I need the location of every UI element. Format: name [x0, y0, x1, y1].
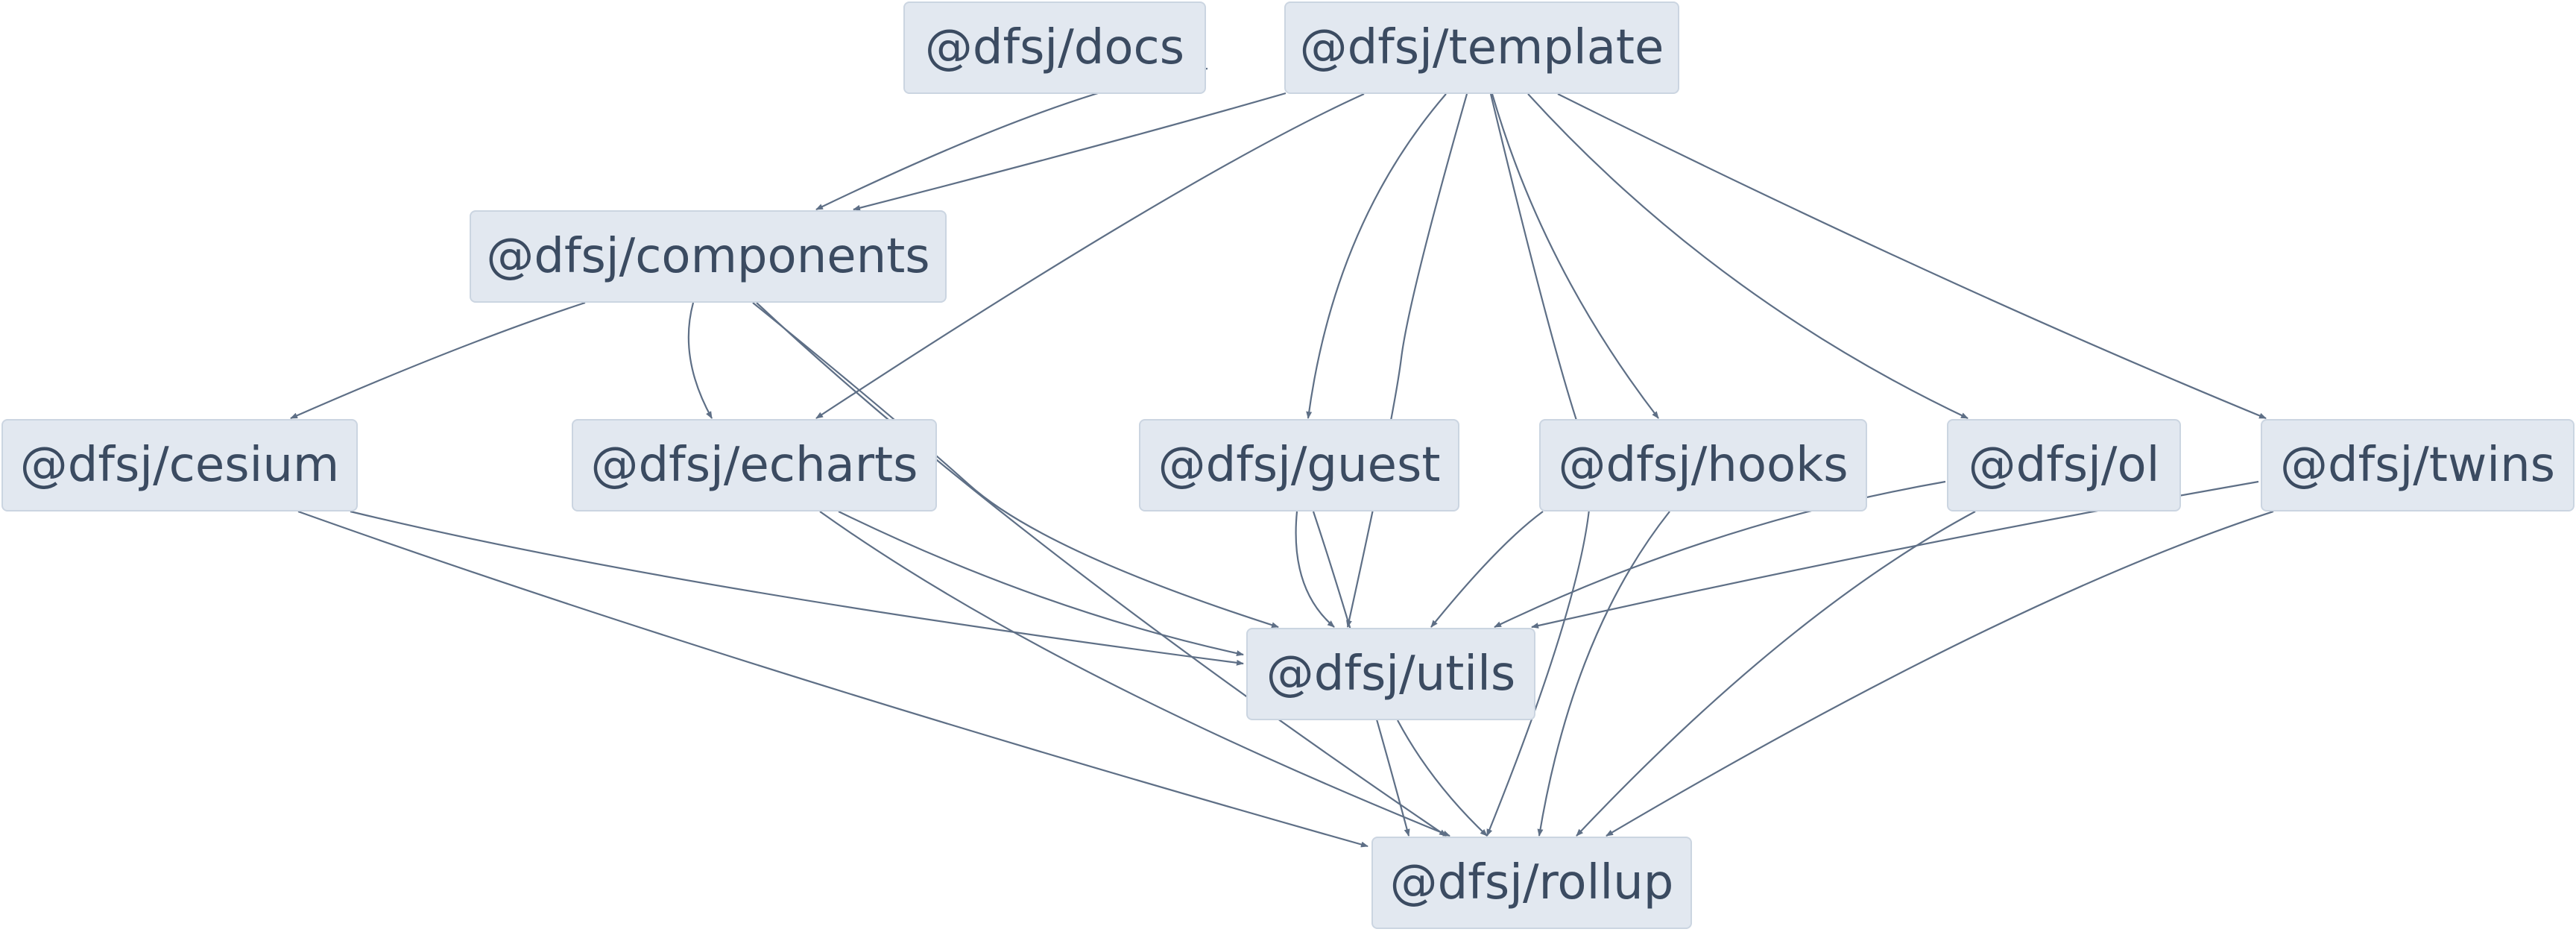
node-components-label: @dfsj/components — [486, 229, 930, 284]
edge-components-to-utils — [752, 302, 1279, 629]
edge-ol-to-rollup — [1576, 511, 1976, 837]
node-docs-label: @dfsj/docs — [924, 20, 1185, 75]
node-rollup[interactable]: @dfsj/rollup — [1371, 837, 1692, 929]
node-components[interactable]: @dfsj/components — [470, 210, 947, 303]
node-guest-label: @dfsj/guest — [1158, 438, 1441, 493]
edge-echarts-to-utils — [838, 511, 1244, 657]
node-ol-label: @dfsj/ol — [1968, 438, 2160, 493]
node-hooks[interactable]: @dfsj/hooks — [1539, 419, 1867, 511]
edge-hooks-to-utils — [1430, 511, 1544, 628]
node-template[interactable]: @dfsj/template — [1284, 1, 1679, 94]
edge-hooks-to-rollup — [1537, 511, 1670, 837]
edge-components-to-rollup — [756, 302, 1447, 837]
edge-ol-to-utils — [1494, 480, 1946, 628]
edge-template-to-hooks — [1491, 93, 1659, 419]
edge-cesium-to-utils — [350, 510, 1244, 666]
edge-echarts-to-rollup — [819, 511, 1450, 837]
edge-template-to-echarts — [815, 92, 1365, 419]
edge-guest-to-utils — [1295, 511, 1335, 628]
edge-components-to-cesium — [290, 301, 586, 420]
node-template-label: @dfsj/template — [1299, 20, 1664, 75]
node-echarts[interactable]: @dfsj/echarts — [572, 419, 937, 511]
node-rollup-label: @dfsj/rollup — [1389, 855, 1674, 910]
node-twins[interactable]: @dfsj/twins — [2261, 419, 2575, 511]
edge-utils-to-rollup — [1397, 720, 1488, 837]
edge-template-to-guest — [1306, 93, 1447, 419]
node-utils[interactable]: @dfsj/utils — [1246, 628, 1535, 720]
edge-cesium-to-rollup — [297, 510, 1368, 848]
node-twins-label: @dfsj/twins — [2280, 438, 2555, 493]
node-echarts-label: @dfsj/echarts — [590, 438, 918, 493]
edge-components-to-echarts — [687, 302, 713, 419]
node-ol[interactable]: @dfsj/ol — [1947, 419, 2181, 511]
node-docs[interactable]: @dfsj/docs — [903, 1, 1206, 94]
node-hooks-label: @dfsj/hooks — [1558, 438, 1849, 493]
node-cesium-label: @dfsj/cesium — [19, 438, 340, 493]
edge-template-to-twins — [1557, 93, 2267, 420]
node-cesium[interactable]: @dfsj/cesium — [1, 419, 358, 511]
node-utils-label: @dfsj/utils — [1266, 646, 1516, 702]
edge-template-to-utils — [1346, 93, 1468, 628]
node-guest[interactable]: @dfsj/guest — [1139, 419, 1459, 511]
edge-template-to-ol — [1527, 93, 1969, 419]
edge-template-to-components — [853, 92, 1287, 211]
edge-twins-to-rollup — [1606, 510, 2274, 837]
